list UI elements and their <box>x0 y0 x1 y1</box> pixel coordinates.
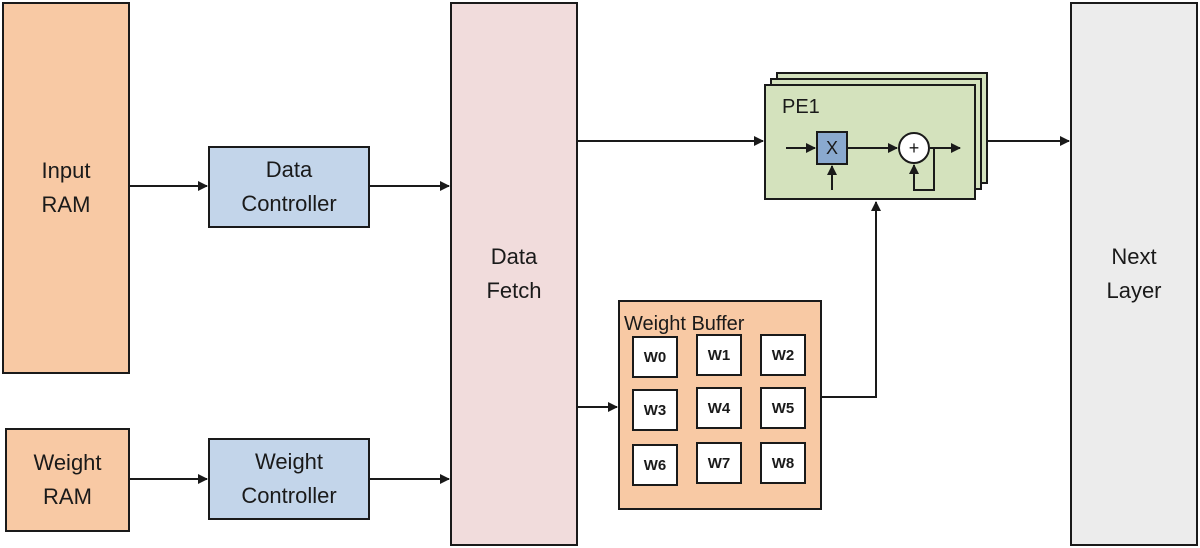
input-ram-block: Input RAM <box>2 2 130 374</box>
adder: + <box>898 132 930 164</box>
weight-cell: W5 <box>760 387 806 429</box>
weight-cell: W2 <box>760 334 806 376</box>
weight-cell-label: W1 <box>707 346 731 364</box>
data-fetch-label: Data Fetch <box>486 244 542 303</box>
weight-cell-label: W7 <box>707 454 731 472</box>
data-fetch-block: Data Fetch <box>450 2 578 546</box>
weight-cell: W6 <box>632 444 678 486</box>
next-layer-block: Next Layer <box>1070 2 1198 546</box>
weight-cell-label: W3 <box>643 401 667 419</box>
data-controller-block: Data Controller <box>208 146 370 228</box>
input-ram-label: Input RAM <box>41 158 91 217</box>
data-controller-label: Data Controller <box>241 157 337 216</box>
weight-cell-label: W2 <box>771 346 795 364</box>
pe-block <box>764 84 976 200</box>
weight-cell: W7 <box>696 442 742 484</box>
weight-controller-label: Weight Controller <box>241 449 337 508</box>
arrow-accumulate-feedback <box>909 148 935 191</box>
multiplier-symbol: X <box>825 137 838 158</box>
weight-cell: W1 <box>696 334 742 376</box>
weight-cell-label: W5 <box>771 399 795 417</box>
weight-controller-block: Weight Controller <box>208 438 370 520</box>
weight-cell: W8 <box>760 442 806 484</box>
arrow-weight-buffer-to-pe <box>822 201 881 398</box>
weight-cell: W0 <box>632 336 678 378</box>
pe-label: PE1 <box>782 96 820 118</box>
weight-cell-label: W6 <box>643 456 667 474</box>
weight-cell-label: W4 <box>707 399 731 417</box>
weight-cell-label: W0 <box>643 348 667 366</box>
weight-cell-label: W8 <box>771 454 795 472</box>
weight-ram-block: Weight RAM <box>5 428 130 532</box>
adder-symbol: + <box>908 137 920 158</box>
weight-cell: W4 <box>696 387 742 429</box>
weight-cell: W3 <box>632 389 678 431</box>
next-layer-label: Next Layer <box>1106 244 1162 303</box>
weight-buffer-title: Weight Buffer <box>624 313 745 335</box>
multiplier: X <box>816 131 848 165</box>
weight-ram-label: Weight RAM <box>33 450 102 509</box>
